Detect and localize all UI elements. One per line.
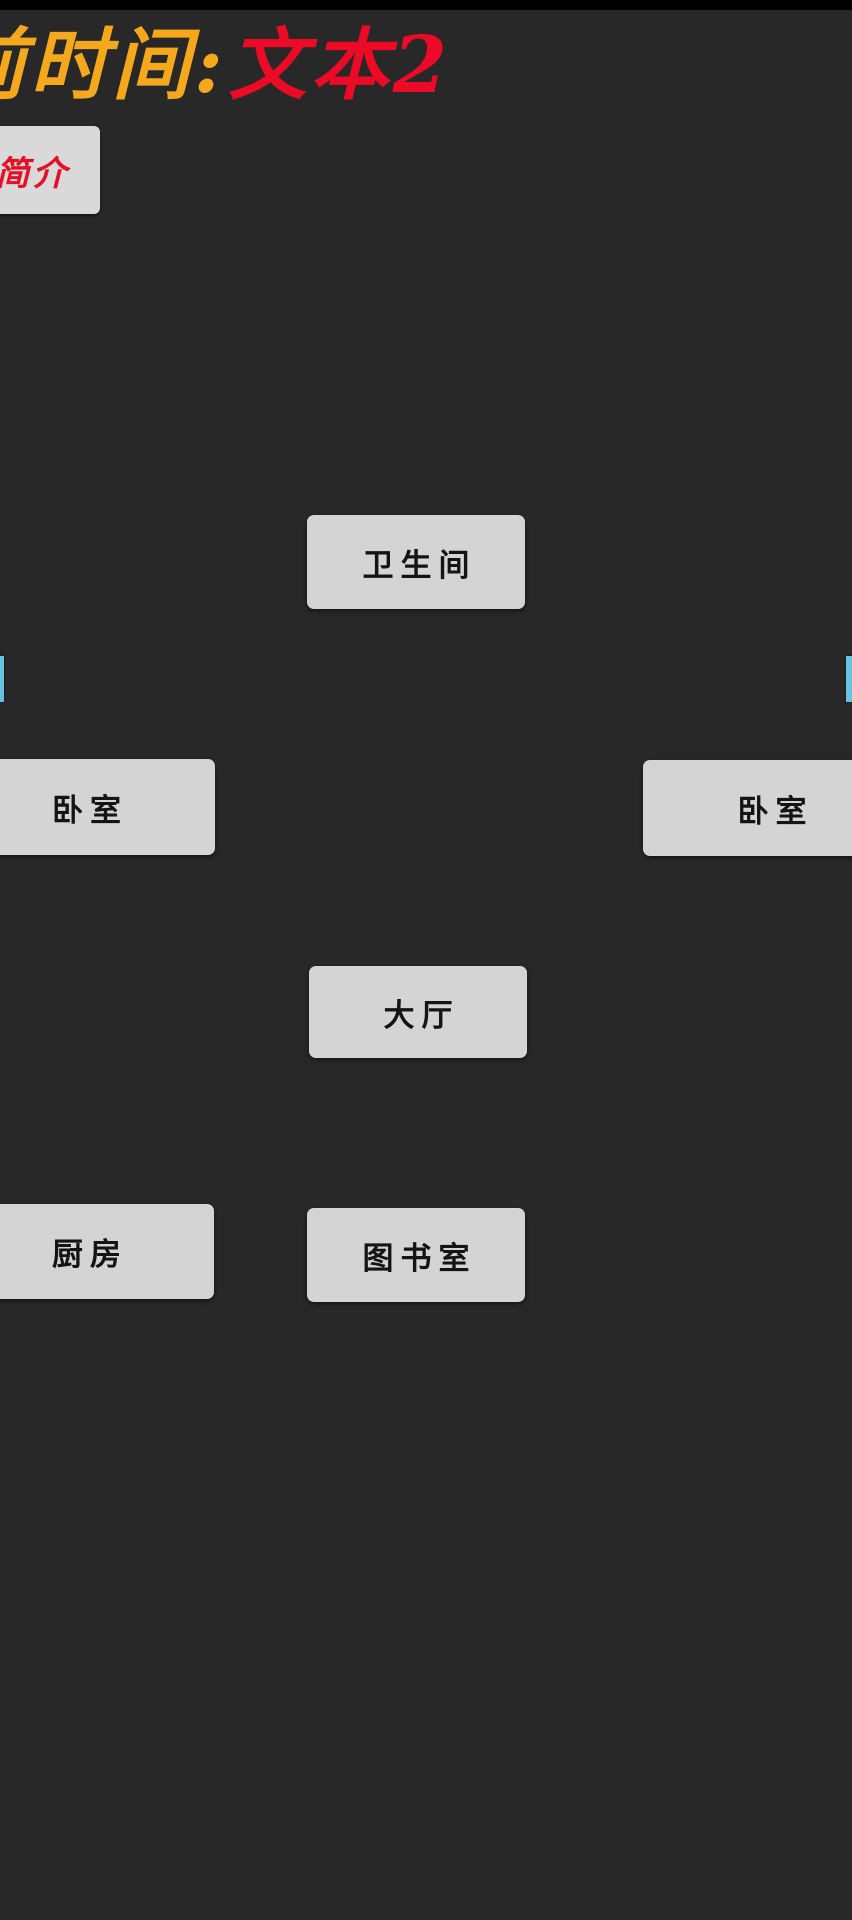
- scene-label-text: 文本2: [228, 20, 452, 111]
- status-bar-strip: [0, 0, 852, 10]
- room-button-kitchen[interactable]: 厨房: [0, 1204, 214, 1299]
- character-profile-button[interactable]: 物简介: [0, 126, 100, 214]
- character-profile-button-label: 物简介: [0, 153, 70, 194]
- left-edge-panel-marker[interactable]: [0, 655, 5, 703]
- room-button-label: 图书室: [362, 1240, 477, 1277]
- room-button-hall[interactable]: 大厅: [309, 966, 527, 1058]
- room-button-label: 卫生间: [362, 547, 477, 584]
- current-time-text: 前时间:: [0, 20, 227, 111]
- room-button-label: 卧室: [52, 792, 128, 829]
- room-button-label: 卧室: [737, 793, 814, 830]
- right-edge-panel-marker[interactable]: [845, 655, 852, 703]
- room-button-bedroom-left[interactable]: 卧室: [0, 759, 215, 855]
- room-button-label: 厨房: [52, 1237, 128, 1273]
- room-button-library[interactable]: 图书室: [307, 1208, 525, 1302]
- room-button-label: 大厅: [383, 997, 460, 1034]
- room-button-bathroom[interactable]: 卫生间: [307, 515, 525, 609]
- room-button-bedroom-right[interactable]: 卧室: [643, 760, 852, 856]
- header-status-line: 前时间: 文本2: [0, 14, 852, 118]
